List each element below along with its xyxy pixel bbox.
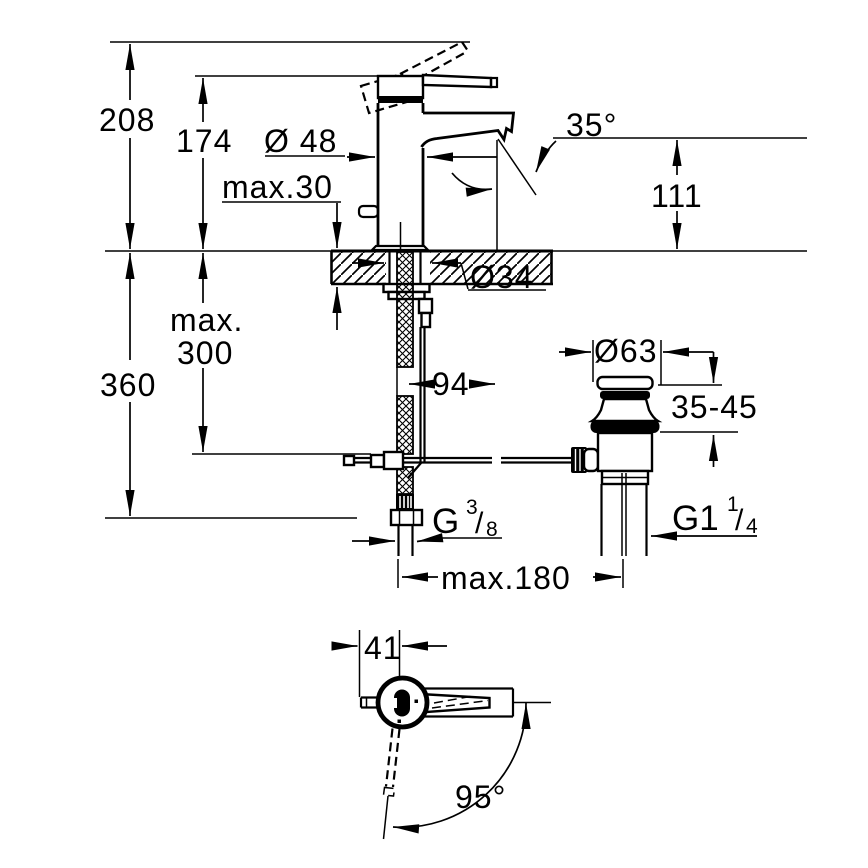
- label-supply-thread: G 3 / 8: [432, 496, 498, 541]
- waste-valve-assembly: [571, 375, 663, 556]
- label-waste-thread: G1 1 / 4: [672, 493, 758, 538]
- waste-thread-slash: /: [735, 504, 744, 537]
- label-rod-to-axis: 41: [364, 630, 402, 666]
- dim-35-45: [658, 352, 738, 467]
- lever-handle: [421, 73, 499, 89]
- dim-diameter-63: [559, 340, 714, 385]
- waste-plug-top: [596, 375, 654, 391]
- pop-up-rod: [342, 327, 571, 479]
- label-mounting-hole-diameter: Ø34: [470, 259, 533, 295]
- label-height-to-lever-base: 174: [176, 123, 232, 159]
- water-stream-reference: [451, 138, 537, 250]
- faucet-top-view: [331, 630, 551, 840]
- label-below-deck-length: 360: [100, 367, 156, 403]
- lever-rotated-dashed: [382, 728, 401, 840]
- label-hose-max-prefix: max.: [170, 302, 243, 338]
- label-swivel-angle: 95°: [455, 779, 506, 815]
- supply-thread-slash: /: [475, 507, 484, 540]
- hose-connector: [389, 494, 424, 556]
- supply-thread-base: G: [432, 502, 459, 541]
- dim-diameter-34: [352, 258, 546, 291]
- pop-up-knob: [357, 204, 380, 219]
- mounting-stud: [417, 297, 434, 315]
- top-view-popup-stub: [359, 696, 379, 709]
- dim-angle-35: [535, 140, 557, 173]
- top-view-spout: [418, 687, 551, 718]
- dim-g38: [352, 533, 502, 546]
- waste-thread-numerator: 1: [727, 493, 739, 516]
- label-max-deck-thickness: max.30: [222, 169, 333, 205]
- handle-base-band: [378, 96, 423, 103]
- supply-thread-numerator: 3: [466, 496, 478, 519]
- supply-nut: [389, 508, 424, 527]
- supply-hose: [396, 251, 414, 495]
- label-hose-max-value: 300: [177, 335, 233, 371]
- label-waste-flange-diameter: Ø63: [594, 333, 657, 369]
- faucet-body: [357, 103, 431, 252]
- label-overall-height: 208: [99, 102, 155, 138]
- label-spout-angle: 35°: [566, 107, 617, 143]
- label-basin-thickness-range: 35-45: [671, 389, 758, 425]
- dim-max30: [222, 201, 342, 330]
- handle-base: [376, 74, 425, 100]
- faucet-side-view: [357, 41, 537, 252]
- waste-flange: [590, 420, 660, 433]
- dim-angle-95: [392, 702, 531, 834]
- top-view-body: [359, 675, 430, 730]
- dim-diameter-48: [265, 152, 497, 162]
- label-rod-offset: 94: [432, 366, 470, 402]
- waste-thread-base: G1: [672, 499, 719, 538]
- under-deck-assembly: [342, 251, 571, 556]
- supply-thread-denominator: 8: [486, 518, 498, 541]
- spout: [420, 111, 516, 148]
- label-body-diameter: Ø 48: [264, 123, 337, 159]
- dim-max180: [397, 559, 624, 588]
- label-spout-outlet-height: 111: [651, 178, 703, 214]
- label-max-spread: max.180: [441, 560, 571, 596]
- waste-body: [596, 431, 654, 473]
- waste-thread-denominator: 4: [746, 515, 758, 538]
